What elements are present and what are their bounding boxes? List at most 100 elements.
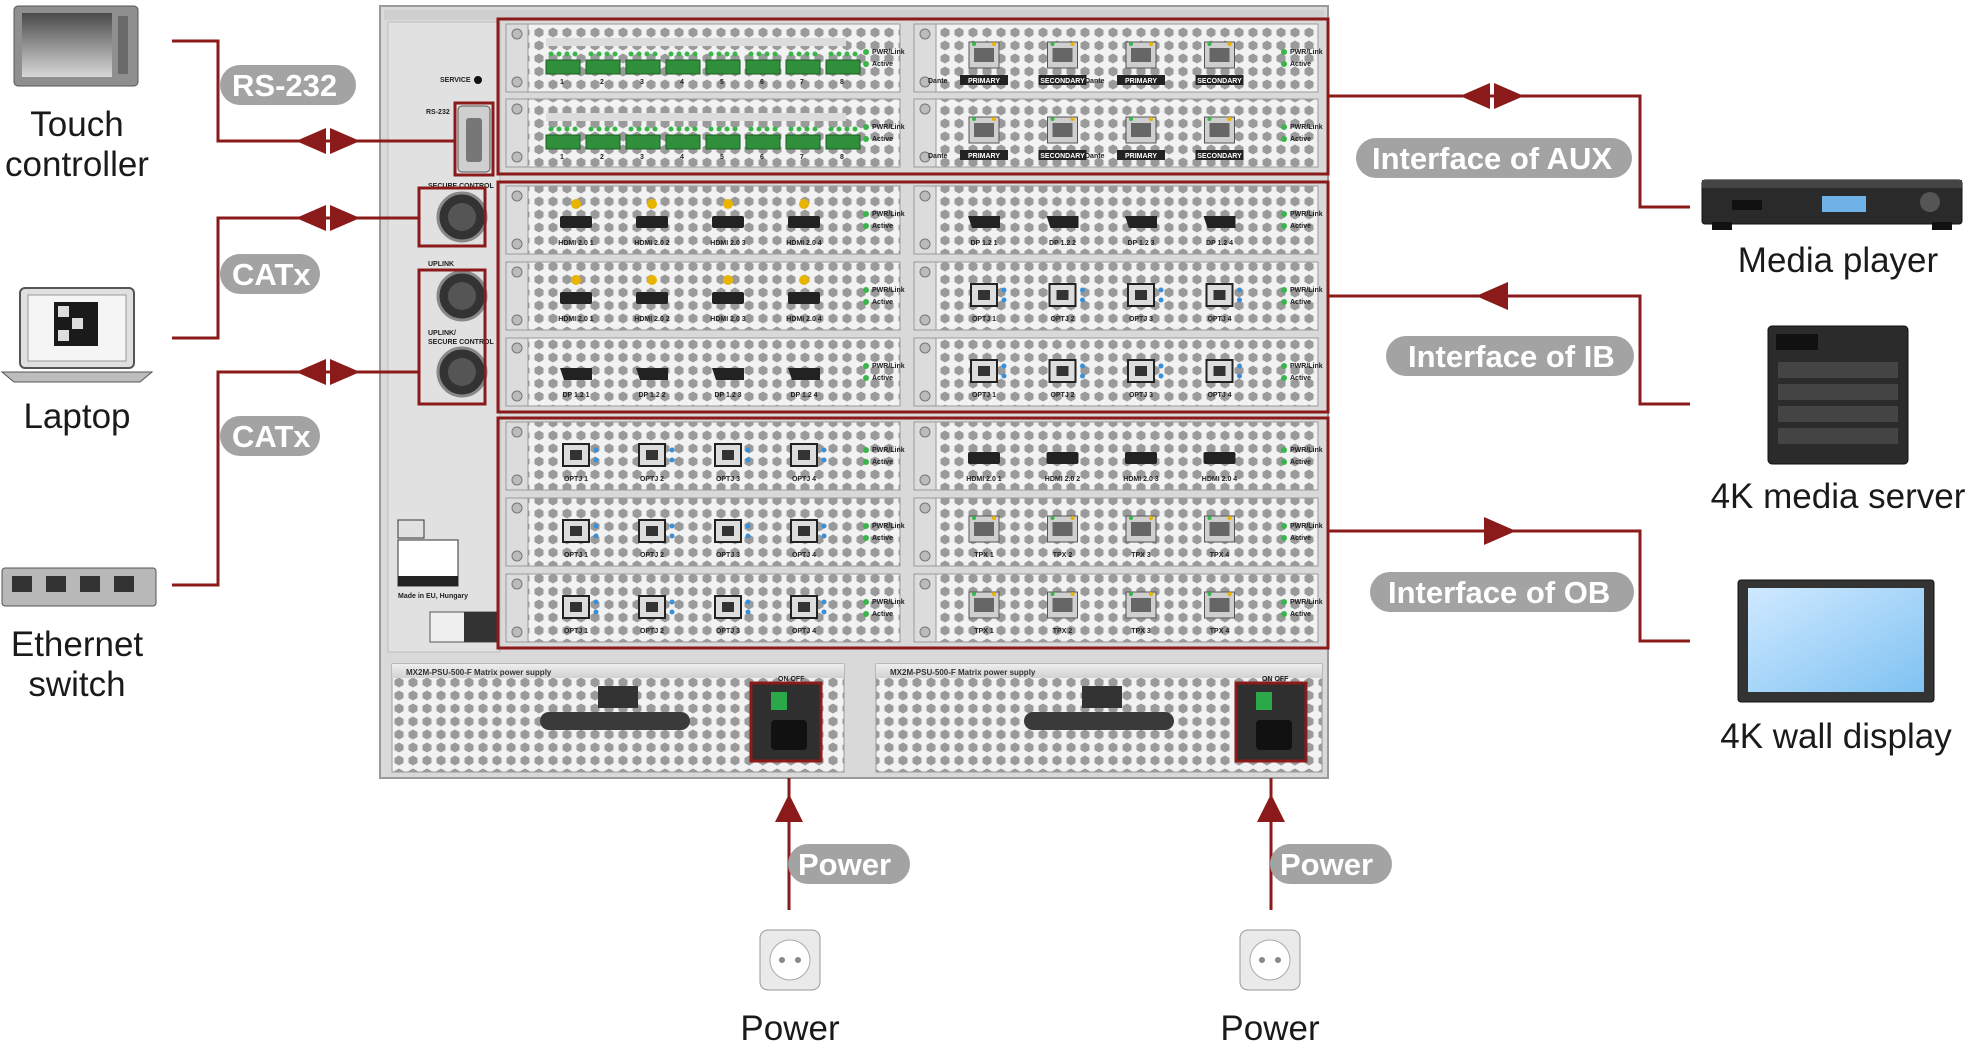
power-left-label: Power — [740, 1009, 840, 1048]
aux-terminal-block[interactable] — [665, 126, 701, 150]
dp-port[interactable] — [712, 368, 744, 380]
ib-connection-label: Interface of IB — [1408, 339, 1615, 374]
aux-terminal-block[interactable] — [785, 51, 821, 75]
tpx-port-label: TPX 1 — [974, 628, 994, 635]
hdmi-port[interactable] — [968, 452, 1000, 464]
tpx-port[interactable] — [1204, 515, 1235, 543]
psu-left-handle-latch[interactable] — [598, 686, 638, 708]
media-player-label: Media player — [1738, 241, 1939, 280]
dante-port[interactable] — [1204, 41, 1235, 69]
hdmi-port-label: HDMI 2.0 4 — [786, 240, 822, 247]
optj-port[interactable] — [790, 595, 827, 619]
psu-left-handle[interactable] — [540, 712, 690, 730]
dante-port-label: SECONDARY — [1197, 153, 1242, 160]
aux-terminal-block[interactable] — [625, 51, 661, 75]
tpx-port[interactable] — [1047, 515, 1078, 543]
optj-port[interactable] — [638, 519, 675, 543]
dp-port[interactable] — [1125, 216, 1157, 228]
psu-right-handle[interactable] — [1024, 712, 1174, 730]
power-left-connection-label: Power — [798, 847, 891, 882]
optj-port[interactable] — [562, 595, 599, 619]
hdmi-port[interactable] — [712, 275, 744, 304]
dante-port[interactable] — [1204, 116, 1235, 144]
dp-port[interactable] — [560, 368, 592, 380]
aux-terminal-block[interactable] — [585, 51, 621, 75]
hdmi-port[interactable] — [712, 199, 744, 228]
aux-terminal-block[interactable] — [785, 126, 821, 150]
hdmi-port[interactable] — [636, 199, 668, 228]
aux-connection-label: Interface of AUX — [1372, 141, 1612, 176]
rs232-port[interactable] — [457, 105, 491, 173]
dp-port[interactable] — [788, 368, 820, 380]
optj-port[interactable] — [970, 359, 1007, 383]
optj-port[interactable] — [1048, 283, 1086, 307]
aux-port-number: 7 — [800, 154, 804, 161]
pwr-link-label: PWR/Link — [1290, 124, 1323, 131]
tpx-port[interactable] — [1047, 591, 1078, 619]
optj-port[interactable] — [714, 595, 751, 619]
tpx-port[interactable] — [968, 591, 1000, 619]
psu-right-handle-latch[interactable] — [1082, 686, 1122, 708]
dp-port[interactable] — [1046, 216, 1079, 228]
tpx-port[interactable] — [1204, 591, 1235, 619]
optj-port[interactable] — [790, 443, 827, 467]
dp-port[interactable] — [968, 216, 1000, 228]
uplink-secure-port[interactable] — [436, 346, 488, 398]
optj-port[interactable] — [1048, 359, 1086, 383]
dante-port[interactable] — [1125, 41, 1157, 69]
hdmi-port[interactable] — [788, 199, 820, 228]
hdmi-port[interactable] — [560, 275, 592, 304]
hdmi-port[interactable] — [636, 275, 668, 304]
optj-port[interactable] — [714, 519, 751, 543]
aux-terminal-block[interactable] — [665, 51, 701, 75]
aux-terminal-block[interactable] — [705, 51, 741, 75]
optj-port[interactable] — [970, 283, 1007, 307]
optj-port[interactable] — [562, 443, 599, 467]
dante-port[interactable] — [968, 116, 1000, 144]
aux-terminal-block[interactable] — [545, 51, 581, 75]
pwr-link-label: PWR/Link — [872, 523, 905, 530]
aux-terminal-block[interactable] — [745, 51, 781, 75]
optj-port[interactable] — [1205, 359, 1243, 383]
dante-port[interactable] — [1047, 116, 1078, 144]
dante-port[interactable] — [1047, 41, 1078, 69]
psu-right-switch[interactable] — [1256, 692, 1272, 710]
aux-terminal-block[interactable] — [745, 126, 781, 150]
aux-terminal-block[interactable] — [825, 126, 861, 150]
dp-port[interactable] — [1203, 216, 1236, 228]
hdmi-port-label: HDMI 2.0 4 — [786, 316, 822, 323]
dante-port[interactable] — [1125, 116, 1157, 144]
tpx-port[interactable] — [968, 515, 1000, 543]
aux-terminal-block[interactable] — [825, 51, 861, 75]
psu-left-switch[interactable] — [771, 692, 787, 710]
hdmi-port[interactable] — [1203, 452, 1236, 464]
secure-control-port[interactable] — [436, 191, 488, 243]
optj-port[interactable] — [1127, 283, 1164, 307]
optj-port[interactable] — [714, 443, 751, 467]
optj-port[interactable] — [790, 519, 827, 543]
hdmi-port[interactable] — [1046, 452, 1079, 464]
hdmi-port[interactable] — [560, 199, 592, 228]
optj-port[interactable] — [1127, 359, 1164, 383]
hdmi-port[interactable] — [1125, 452, 1157, 464]
aux-terminal-block[interactable] — [705, 126, 741, 150]
uplink-port[interactable] — [436, 270, 488, 322]
optj-port[interactable] — [562, 519, 599, 543]
aux-terminal-block[interactable] — [625, 126, 661, 150]
hdmi-port[interactable] — [788, 275, 820, 304]
optj-port[interactable] — [638, 443, 675, 467]
dante-port[interactable] — [968, 41, 1000, 69]
aux-terminal-block[interactable] — [545, 126, 581, 150]
aux-port-number: 7 — [800, 79, 804, 86]
optj-port[interactable] — [638, 595, 675, 619]
hdmi-port-label: HDMI 2.0 2 — [634, 316, 670, 323]
tpx-port[interactable] — [1125, 515, 1157, 543]
service-button[interactable] — [474, 76, 482, 84]
tpx-port[interactable] — [1125, 591, 1157, 619]
aux-terminal-block[interactable] — [585, 126, 621, 150]
dp-port[interactable] — [636, 368, 668, 380]
optj-port[interactable] — [1205, 283, 1243, 307]
